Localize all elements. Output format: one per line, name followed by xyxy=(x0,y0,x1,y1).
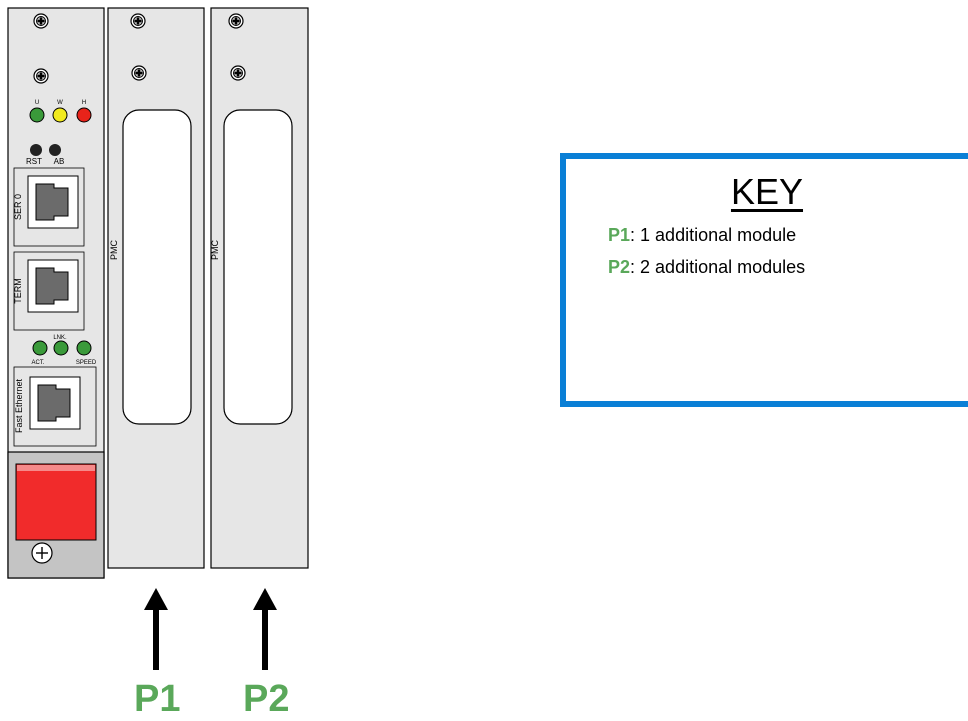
led-icon xyxy=(76,107,92,123)
led-icon xyxy=(53,340,69,356)
led-label-w: W xyxy=(57,100,63,106)
eth-led-label-lnk: LNK. xyxy=(53,335,67,341)
key-entry-p2: P2: 2 additional modules xyxy=(608,257,805,278)
screw-icon xyxy=(228,13,244,29)
ejector-latch-highlight xyxy=(17,465,95,471)
eth-led-label-act: ACT. xyxy=(31,360,44,366)
port-label-term: TERM xyxy=(13,278,23,304)
slot-marker-p2: P2 xyxy=(243,678,290,720)
arrow-up-icon xyxy=(253,588,277,670)
port-frame xyxy=(13,366,97,447)
led-icon xyxy=(29,107,45,123)
port-frame xyxy=(13,251,85,331)
button-label-ab: AB xyxy=(54,157,65,166)
pmc-slot-2: PMC xyxy=(210,7,309,569)
led-label-u: U xyxy=(35,100,39,106)
screw-icon xyxy=(130,13,146,29)
screw-icon xyxy=(230,65,246,81)
eth-led-label-speed: SPEED xyxy=(76,360,97,366)
port-frame xyxy=(13,167,85,247)
pmc-label: PMC xyxy=(109,240,119,261)
led-icon xyxy=(32,340,48,356)
screw-icon xyxy=(33,13,49,29)
pmc-label: PMC xyxy=(210,240,220,261)
screw-icon xyxy=(131,65,147,81)
slot-marker-p1: P1 xyxy=(134,678,181,720)
pmc-opening xyxy=(223,109,293,425)
screw-icon xyxy=(33,68,49,84)
led-icon xyxy=(52,107,68,123)
key-box: KEY P1: 1 additional module P2: 2 additi… xyxy=(560,153,968,407)
key-entry-p1: P1: 1 additional module xyxy=(608,225,796,246)
key-text: : 1 additional module xyxy=(630,225,797,245)
button-label-rst: RST xyxy=(26,157,42,166)
pmc-opening xyxy=(122,109,192,425)
key-code: P2 xyxy=(608,257,631,277)
port-label-fast-ethernet: Fast Ethernet xyxy=(14,378,24,433)
key-code: P1 xyxy=(608,225,631,245)
ejector-latch[interactable] xyxy=(15,463,97,541)
led-icon xyxy=(76,340,92,356)
rj45-port-icon xyxy=(29,376,81,430)
pmc-slot-1: PMC xyxy=(107,7,205,569)
reset-button[interactable] xyxy=(30,144,42,156)
key-text: : 2 additional modules xyxy=(630,257,806,277)
rj45-port-icon xyxy=(27,259,79,313)
abort-button[interactable] xyxy=(49,144,61,156)
rj45-port-icon xyxy=(27,175,79,229)
key-title: KEY xyxy=(730,171,804,212)
plus-circle-icon xyxy=(31,542,53,564)
arrow-up-icon xyxy=(144,588,168,670)
port-label-ser0: SER 0 xyxy=(13,194,23,220)
led-label-h: H xyxy=(82,100,86,106)
cpu-card: U W H RST AB SER 0 TERM LNK. ACT. SPEED … xyxy=(7,7,105,579)
